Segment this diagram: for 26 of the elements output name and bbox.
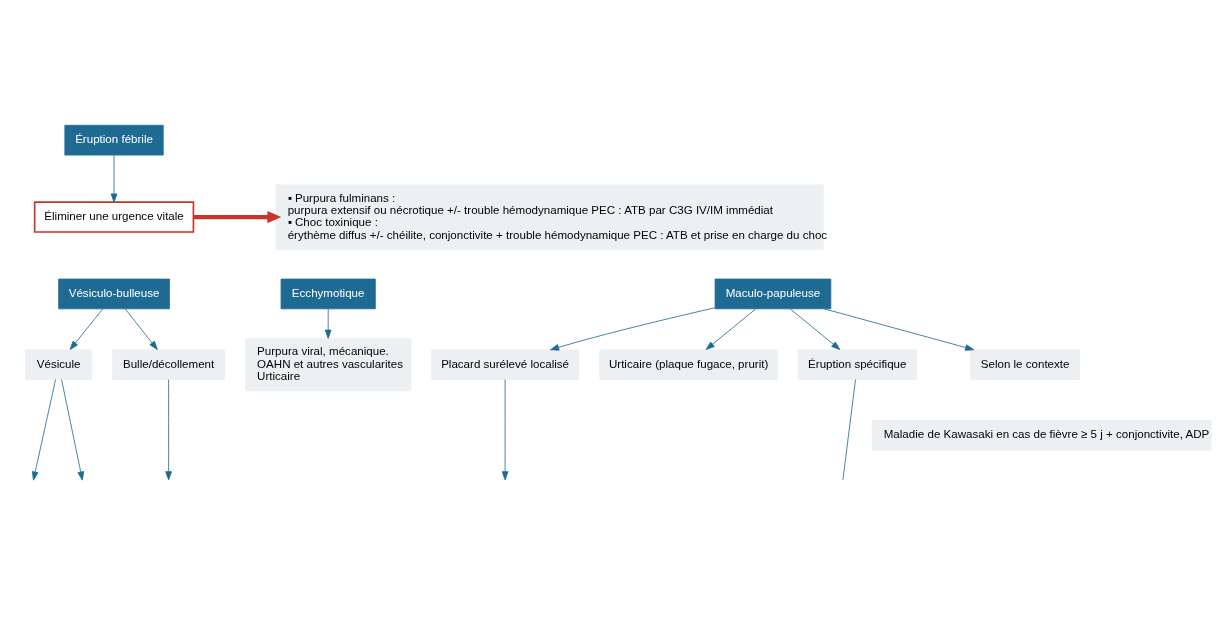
arrow bbox=[501, 378, 509, 480]
node-box: Vésiculo-bulleuse bbox=[58, 278, 170, 309]
arrow bbox=[69, 308, 103, 350]
node-box: Placard surélevé localisé bbox=[431, 348, 580, 380]
arrow bbox=[790, 308, 841, 350]
node-box: Éliminer une urgence vitale bbox=[33, 200, 195, 233]
connector bbox=[842, 378, 856, 480]
arrow bbox=[31, 378, 56, 481]
arrow bbox=[824, 308, 975, 351]
node-box: Vésicule bbox=[25, 348, 93, 380]
arrow bbox=[705, 308, 756, 350]
node-box: Bulle/décollement bbox=[112, 348, 226, 380]
arrow bbox=[61, 378, 84, 481]
node-box: Ecchymotique bbox=[280, 278, 376, 309]
arrow bbox=[324, 308, 332, 339]
arrow bbox=[110, 154, 118, 203]
arrow bbox=[124, 308, 158, 350]
node-box: Éruption spécifique bbox=[797, 348, 917, 380]
node-box: Purpura viral, mécanique. OAHN et autres vascularites Urticaire bbox=[245, 337, 412, 391]
arrow bbox=[550, 306, 716, 351]
arrow bbox=[165, 378, 172, 480]
node-box: Maculo-papuleuse bbox=[714, 278, 832, 309]
node-box: Éruption fébrile bbox=[64, 124, 164, 155]
arrow bbox=[193, 210, 282, 223]
node-box: Selon le contexte bbox=[970, 348, 1081, 380]
node-box: Urticaire (plaque fugace, prurit) bbox=[599, 348, 778, 380]
